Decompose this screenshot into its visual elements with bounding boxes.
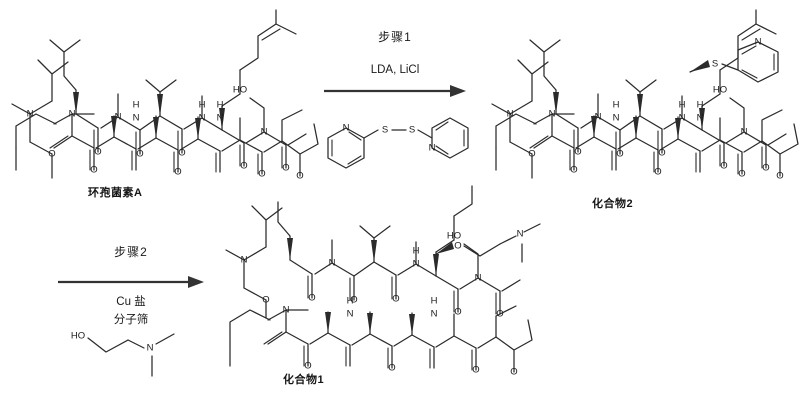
atom-o: O (258, 169, 265, 180)
atom-h: H (133, 100, 140, 111)
atom-o: O (178, 148, 185, 159)
step2-arrow (58, 276, 204, 288)
atom-n: N (755, 37, 762, 48)
atom-s: S (409, 125, 415, 136)
atom-o: O (454, 307, 461, 318)
atom-o: O (574, 147, 581, 158)
atom-o: O (616, 149, 623, 160)
structure-compound-1: N O O N O O N H O HO N O (222, 185, 542, 378)
step1-reagents: LDA, LiCl (370, 64, 420, 76)
thiopyridyl-substituent: S N (689, 37, 779, 83)
atom-o: O (136, 149, 143, 160)
atom-n: N (549, 109, 556, 120)
atom-n: N (413, 259, 420, 270)
atom-o: O (510, 367, 517, 378)
atom-n: N (283, 305, 290, 316)
atom-o: O (296, 171, 303, 182)
atom-o: O (350, 295, 357, 306)
atom-h: H (431, 296, 438, 307)
cyclosporin-a-lower-chain: N O N H O N H O O (15, 100, 319, 182)
atom-h: H (199, 100, 206, 111)
dimethylethanolamine-skeleton: HO N (71, 331, 175, 377)
atom-ho: HO (233, 85, 247, 96)
atom-h: H (613, 100, 620, 111)
atom-o: O (262, 295, 269, 306)
atom-o: O (388, 363, 395, 374)
atom-n: N (431, 309, 438, 320)
atom-o: O (528, 149, 535, 160)
atom-n: N (429, 143, 436, 154)
compound-2-lower-chain: N O N H O N H O O (495, 100, 799, 182)
atom-o: O (174, 167, 181, 178)
atom-n: N (261, 127, 268, 138)
atom-o: O (90, 165, 97, 176)
atom-o: O (94, 147, 101, 158)
atom-n: N (517, 229, 524, 240)
atom-n: N (613, 113, 620, 124)
atom-h: H (217, 100, 224, 111)
atom-n: N (133, 113, 140, 124)
atom-o: O (738, 169, 745, 180)
atom-h: H (679, 100, 686, 111)
atom-n: N (347, 309, 354, 320)
dipyridyl-disulfide-skeleton: N S S N (327, 117, 469, 169)
atom-o: O (454, 241, 461, 252)
atom-o: O (392, 294, 399, 305)
atom-n: N (679, 113, 686, 124)
compound-label-compound-1: 化合物1 (283, 374, 325, 386)
atom-n: N (69, 109, 76, 120)
step2-label: 步骤2 (114, 245, 148, 259)
atom-o: O (658, 148, 665, 159)
atom-n: N (199, 113, 206, 124)
compound-1-skeleton: N O O N O O N H O HO N O (225, 185, 521, 320)
atom-n: N (697, 113, 704, 124)
reagent-dipyridyl-disulfide: N S S N (318, 108, 478, 172)
atom-n: N (507, 109, 514, 120)
atom-n: N (595, 112, 602, 123)
compound-label-cyclosporin-a: 环孢菌素A (88, 187, 143, 199)
atom-n: N (115, 112, 122, 123)
atom-n: N (343, 123, 350, 134)
atom-o: O (48, 149, 55, 160)
atom-n: N (741, 127, 748, 138)
step2-reagent-line-2: 分子筛 (113, 314, 149, 326)
compound-1-lower-chain: N O N H O N H O O (229, 296, 533, 378)
atom-ho: HO (447, 231, 461, 242)
dimethylaminoethoxy-substituent: O N (435, 223, 541, 263)
atom-o: O (304, 361, 311, 372)
atom-o: O (776, 171, 783, 182)
compound-2-skeleton: N O O N O O N H O HO N O (491, 9, 787, 179)
atom-o: O (762, 163, 769, 174)
atom-o: O (240, 161, 247, 172)
step1-label: 步骤1 (378, 30, 412, 44)
atom-s: S (712, 59, 718, 70)
atom-h: H (697, 100, 704, 111)
atom-h: H (347, 296, 354, 307)
atom-ho: HO (71, 331, 85, 342)
atom-n: N (475, 273, 482, 284)
atom-n: N (217, 113, 224, 124)
atom-n: N (241, 255, 248, 266)
atom-h: H (413, 246, 420, 257)
atom-n: N (329, 258, 336, 269)
step2-reagent-line-1: Cu 盐 (116, 296, 146, 308)
atom-s: S (382, 125, 388, 136)
structure-cyclosporin-a: N O O N O O N H O HO N O (8, 2, 328, 182)
atom-o: O (472, 365, 479, 376)
atom-o: O (570, 165, 577, 176)
atom-n: N (27, 109, 34, 120)
atom-o: O (720, 161, 727, 172)
step1-arrow (324, 85, 466, 97)
atom-o: O (282, 163, 289, 174)
atom-ho: HO (713, 85, 727, 96)
atom-o: O (654, 167, 661, 178)
atom-o: O (308, 293, 315, 304)
structure-compound-2: N O O N O O N H O HO N O (488, 2, 800, 182)
reagent-dimethylethanolamine: HO N (60, 326, 200, 386)
compound-label-compound-2: 化合物2 (592, 198, 634, 210)
atom-n: N (147, 343, 154, 354)
